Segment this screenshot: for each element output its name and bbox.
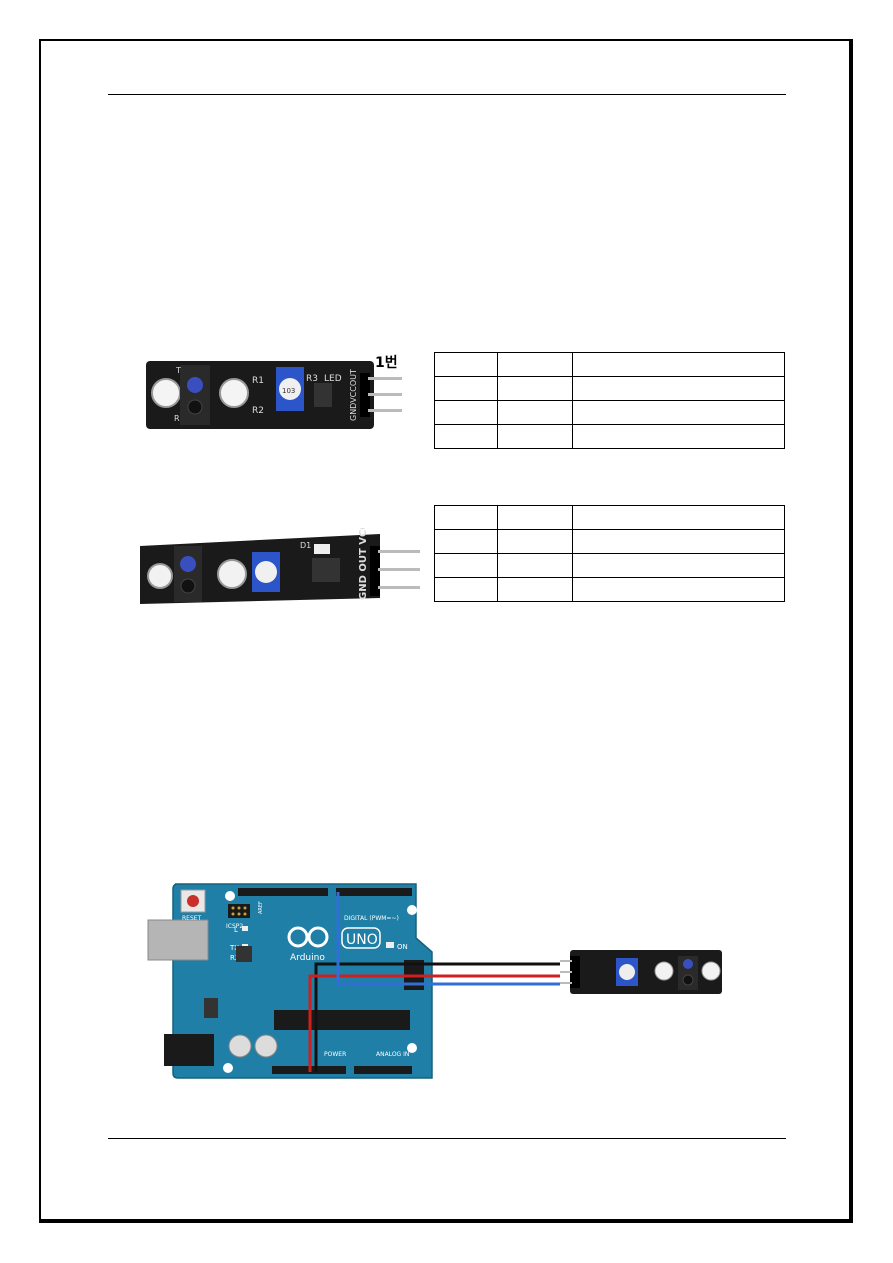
table-row xyxy=(434,505,785,530)
l-label: L xyxy=(234,926,238,934)
pin-1-label: 1번 xyxy=(375,355,398,371)
table-cell xyxy=(497,553,573,578)
table-cell xyxy=(572,505,785,530)
table-cell xyxy=(572,352,785,377)
ir-led-icon xyxy=(180,556,196,572)
table-cell xyxy=(497,505,573,530)
mount-hole-icon xyxy=(147,563,173,589)
table-cell xyxy=(572,400,785,425)
table-cell xyxy=(572,577,785,602)
table-cell xyxy=(497,424,573,449)
mount-hole-icon xyxy=(654,961,674,981)
label-r2: R2 xyxy=(252,406,264,416)
table-cell xyxy=(497,577,573,602)
ir-led-icon xyxy=(187,377,203,393)
power-jack-icon xyxy=(164,1034,214,1066)
table-cell xyxy=(572,529,785,554)
label-r1: R1 xyxy=(252,376,264,386)
on-label: ON xyxy=(397,943,408,951)
table-cell xyxy=(434,400,498,425)
table-cell xyxy=(434,376,498,401)
tx-label: TX xyxy=(229,944,239,952)
analog-header xyxy=(354,1066,412,1074)
table-row xyxy=(434,352,785,377)
capacitor-icon xyxy=(254,1034,278,1058)
mount-hole-icon xyxy=(701,961,721,981)
header-rule xyxy=(108,94,786,95)
sensor-module xyxy=(570,950,722,994)
potentiometer-icon xyxy=(255,561,277,583)
ir-receiver-icon xyxy=(187,399,203,415)
power-label: POWER xyxy=(324,1051,346,1058)
label-led: LED xyxy=(324,374,342,384)
wire-black-gnd xyxy=(314,962,560,1072)
table-row xyxy=(434,577,785,602)
capacitor-icon xyxy=(228,1034,252,1058)
wire-red-vcc xyxy=(308,974,560,1072)
analog-label: ANALOG IN xyxy=(376,1051,409,1058)
ir-led-icon xyxy=(683,959,693,969)
wiring-diagram: RESET ICSP2 AREF DIGITAL (PWM=~) L TX RX… xyxy=(147,883,722,1079)
microcontroller-chip xyxy=(274,1010,410,1030)
digital-label: DIGITAL (PWM=~) xyxy=(344,915,399,922)
footer-rule xyxy=(108,1138,786,1139)
usb-port-icon xyxy=(147,919,209,961)
sensor-photo-top: T R R1 R2 R3 LED 103 GNDVCCOUT xyxy=(146,361,402,429)
label-pins: GNDVCCOUT xyxy=(349,369,358,421)
table-cell xyxy=(434,529,498,554)
arduino-logo-icon xyxy=(287,926,329,948)
label-d1: D1 xyxy=(300,541,311,550)
table-cell xyxy=(572,376,785,401)
table-row xyxy=(434,424,785,449)
table-cell xyxy=(434,352,498,377)
table-cell xyxy=(497,529,573,554)
icsp-label: ICSP2 xyxy=(226,923,243,930)
digital-header xyxy=(238,888,328,896)
table-cell xyxy=(497,400,573,425)
table-row xyxy=(434,553,785,578)
table-cell xyxy=(434,424,498,449)
table-cell xyxy=(434,577,498,602)
table-cell xyxy=(497,376,573,401)
mount-hole-icon xyxy=(219,378,249,408)
table-row xyxy=(434,529,785,554)
digital-header xyxy=(336,888,412,896)
label-pot: 103 xyxy=(282,387,295,395)
table-row xyxy=(434,400,785,425)
ir-receiver-icon xyxy=(682,974,694,986)
potentiometer-icon xyxy=(619,964,635,980)
reset-label: RESET xyxy=(182,915,202,922)
table-row xyxy=(434,376,785,401)
table-cell xyxy=(434,553,498,578)
mount-hole-icon xyxy=(217,559,247,589)
label-r3: R3 xyxy=(306,374,318,384)
label-t: T xyxy=(175,366,181,375)
label-r: R xyxy=(174,414,180,423)
ir-receiver-icon xyxy=(180,578,196,594)
table-cell xyxy=(434,505,498,530)
pin-table-mid xyxy=(434,505,785,602)
logo-label: Arduino xyxy=(290,953,325,963)
rx-label: RX xyxy=(230,954,240,962)
wire-blue-out xyxy=(336,892,560,986)
page-border xyxy=(39,39,853,1223)
label-pins: GND OUT VCC xyxy=(358,528,369,600)
table-cell xyxy=(497,352,573,377)
mount-hole-icon xyxy=(151,378,181,408)
sensor-photo-mid: D1 GND OUT VCC xyxy=(140,528,420,604)
table-cell xyxy=(572,424,785,449)
table-cell xyxy=(572,553,785,578)
model-label: UNO xyxy=(346,932,378,948)
pin-table-top xyxy=(434,352,785,449)
aref-label: AREF xyxy=(258,901,264,914)
potentiometer-icon xyxy=(279,378,301,400)
